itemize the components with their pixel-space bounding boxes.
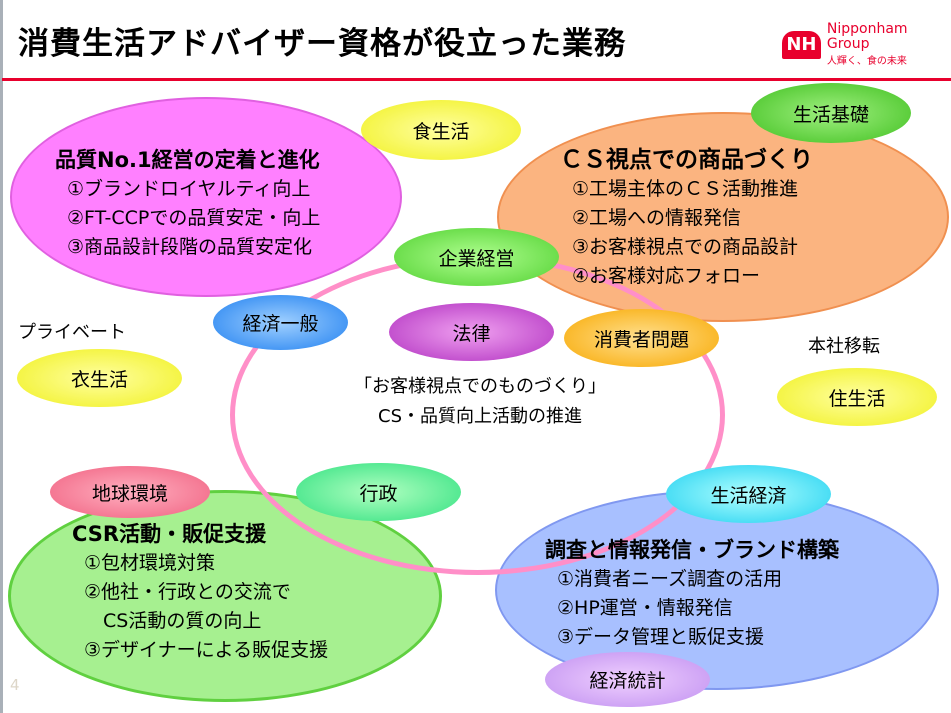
topic-food-life: 食生活 bbox=[361, 100, 521, 160]
csr-item: ③デザイナーによる販促支援 bbox=[84, 639, 329, 661]
topic-administration: 行政 bbox=[296, 463, 461, 521]
center-line: CS・品質向上活動の推進 bbox=[378, 406, 582, 427]
nh-logo-mark: NH bbox=[782, 30, 821, 59]
quality-block: 品質No.1経営の定着と進化 ①ブランドロイヤルティ向上 ②FT-CCPでの品質… bbox=[55, 146, 320, 262]
topic-law: 法律 bbox=[389, 303, 554, 361]
cs-block: ＣＳ視点での商品づくり ①工場主体のＣＳ活動推進 ②工場への情報発信 ③お客様視… bbox=[560, 146, 813, 291]
topic-housing-life: 住生活 bbox=[777, 368, 937, 426]
quality-ellipse bbox=[10, 97, 402, 297]
quality-item: ①ブランドロイヤルティ向上 bbox=[67, 178, 311, 200]
logo-name: Nipponham Group bbox=[826, 21, 908, 52]
research-item: ③データ管理と販促支援 bbox=[557, 626, 765, 648]
csr-item: ①包材環境対策 bbox=[84, 552, 216, 574]
logo-tagline: 人輝く、食の未来 bbox=[826, 56, 907, 67]
relocation-label: 本社移転 bbox=[808, 336, 880, 357]
slide-title: 消費生活アドバイザー資格が役立った業務 bbox=[18, 26, 626, 62]
nipponham-logo: NH Nipponham Group 人輝く、食の未来 bbox=[782, 22, 951, 67]
cs-heading: ＣＳ視点での商品づくり bbox=[560, 147, 813, 173]
quality-heading: 品質No.1経営の定着と進化 bbox=[55, 148, 320, 172]
topic-economic-statistics: 経済統計 bbox=[545, 652, 710, 707]
title-rule bbox=[2, 78, 951, 81]
topic-life-basics: 生活基礎 bbox=[751, 83, 911, 143]
topic-clothing-life: 衣生活 bbox=[17, 349, 182, 407]
cs-item: ④お客様対応フォロー bbox=[572, 265, 761, 287]
quality-item: ②FT-CCPでの品質安定・向上 bbox=[67, 207, 321, 229]
slide-left-border bbox=[0, 0, 3, 713]
center-line: 「お客様視点でのものづくり」 bbox=[354, 376, 606, 397]
private-label: プライベート bbox=[18, 322, 126, 343]
cs-item: ③お客様視点での商品設計 bbox=[572, 236, 799, 258]
csr-block: CSR活動・販促支援 ①包材環境対策 ②他社・行政との交流で CS活動の質の向上… bbox=[72, 520, 328, 665]
cs-item: ②工場への情報発信 bbox=[572, 207, 742, 229]
quality-item: ③商品設計段階の品質安定化 bbox=[67, 236, 313, 258]
topic-consumer-issues: 消費者問題 bbox=[564, 309, 719, 367]
page-number: 4 bbox=[10, 676, 20, 694]
cs-item: ①工場主体のＣＳ活動推進 bbox=[572, 178, 799, 200]
research-item: ①消費者ニーズ調査の活用 bbox=[557, 568, 783, 590]
csr-item: CS活動の質の向上 bbox=[84, 610, 262, 632]
topic-general-economy: 経済一般 bbox=[213, 295, 348, 350]
topic-corporate-management: 企業経営 bbox=[394, 228, 559, 286]
center-text: 「お客様視点でのものづくり」 CS・品質向上活動の推進 bbox=[300, 372, 660, 432]
csr-heading: CSR活動・販促支援 bbox=[72, 522, 267, 546]
topic-global-environment: 地球環境 bbox=[50, 466, 210, 518]
research-block: 調査と情報発信・ブランド構築 ①消費者ニーズ調査の活用 ②HP運営・情報発信 ③… bbox=[545, 536, 839, 652]
topic-life-economy: 生活経済 bbox=[666, 465, 831, 523]
csr-item: ②他社・行政との交流で bbox=[84, 581, 291, 603]
research-item: ②HP運営・情報発信 bbox=[557, 597, 733, 619]
research-heading: 調査と情報発信・ブランド構築 bbox=[545, 538, 839, 562]
